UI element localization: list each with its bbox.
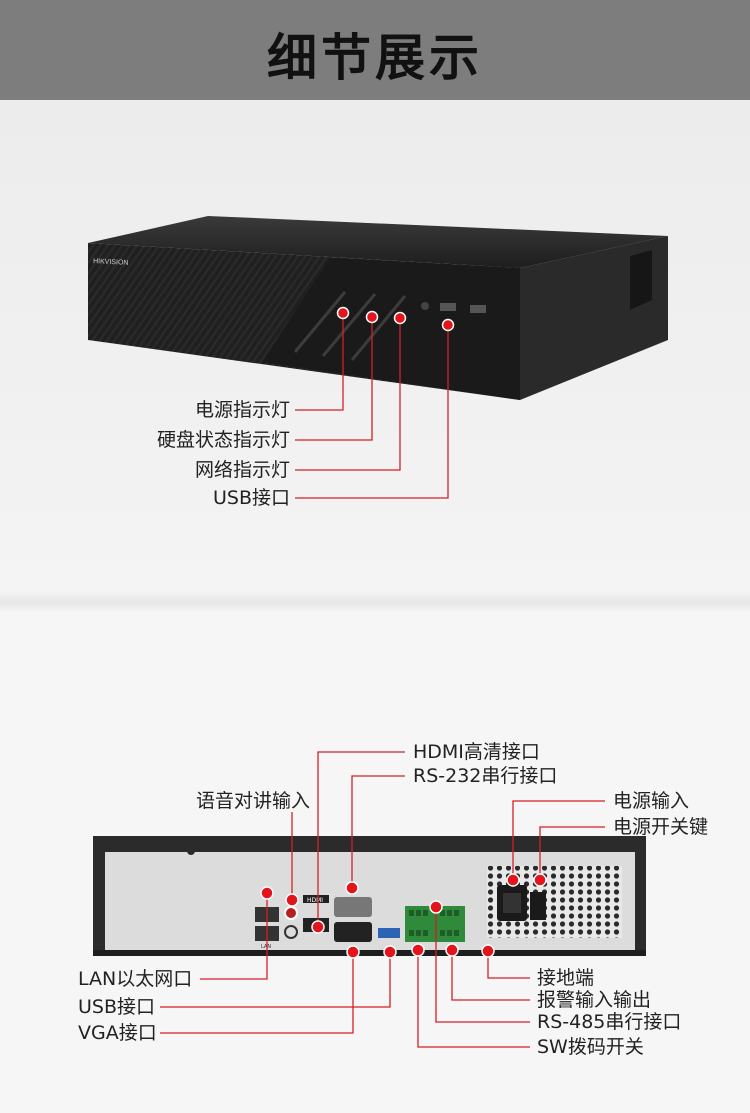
callout-ground: 接地端 bbox=[537, 967, 595, 989]
power-input-marker bbox=[506, 873, 520, 887]
front-usb-port-1 bbox=[440, 303, 456, 311]
callout-front-usb: USB接口 bbox=[212, 487, 290, 509]
front-device-top bbox=[88, 216, 668, 268]
front-ir-icon bbox=[421, 302, 429, 310]
lan-tag: LAN bbox=[261, 944, 271, 950]
front-usb-port-2 bbox=[470, 305, 486, 313]
callout-rs485: RS-485串行接口 bbox=[537, 1011, 682, 1033]
usb-port-marker bbox=[441, 318, 455, 332]
callout-sw: SW拨码开关 bbox=[537, 1036, 644, 1058]
front-device-illustration: HIKVISION bbox=[88, 216, 668, 499]
ground-marker bbox=[481, 944, 495, 958]
callout-power-input: 电源输入 bbox=[613, 790, 690, 812]
callout-alarm: 报警输入输出 bbox=[537, 989, 652, 1011]
power-switch-button bbox=[530, 892, 546, 920]
callout-hdd-led: 硬盘状态指示灯 bbox=[156, 429, 290, 451]
network-led-marker bbox=[393, 311, 407, 325]
section-divider bbox=[0, 592, 750, 612]
vga-port bbox=[334, 922, 372, 942]
lan-marker bbox=[260, 886, 274, 900]
vga-marker bbox=[346, 945, 360, 959]
page-title: 细节展示 bbox=[267, 29, 483, 87]
callout-power-led: 电源指示灯 bbox=[194, 399, 290, 421]
callout-vga: VGA接口 bbox=[78, 1022, 157, 1044]
rear-usb-port bbox=[378, 928, 400, 938]
rs485-marker bbox=[429, 900, 443, 914]
rs232-port bbox=[334, 897, 372, 917]
callout-rs232: RS-232串行接口 bbox=[413, 765, 558, 787]
power-switch-marker bbox=[533, 873, 547, 887]
brand-logo: HIKVISION bbox=[93, 258, 129, 267]
power-led-marker bbox=[336, 306, 350, 320]
callout-rear-usb: USB接口 bbox=[78, 996, 156, 1018]
rear-chassis-top bbox=[93, 836, 646, 856]
alarm-marker bbox=[445, 943, 459, 957]
callout-power-switch: 电源开关键 bbox=[613, 816, 709, 838]
hdmi-marker bbox=[311, 920, 325, 934]
sw-marker bbox=[411, 943, 425, 957]
audio-marker bbox=[285, 893, 299, 907]
hdmi-tag: HDMI bbox=[307, 897, 323, 904]
callout-audio: 语音对讲输入 bbox=[196, 790, 311, 812]
rs232-marker bbox=[345, 881, 359, 895]
callout-lan: LAN以太网口 bbox=[78, 968, 193, 990]
hdd-led-marker bbox=[365, 310, 379, 324]
title-banner: 细节展示 bbox=[0, 0, 750, 100]
callout-hdmi: HDMI高清接口 bbox=[413, 741, 540, 763]
callout-network-led: 网络指示灯 bbox=[194, 459, 290, 481]
audio-jack-red bbox=[284, 906, 298, 920]
audio-jack-white bbox=[284, 925, 298, 939]
rear-usb-marker bbox=[383, 945, 397, 959]
